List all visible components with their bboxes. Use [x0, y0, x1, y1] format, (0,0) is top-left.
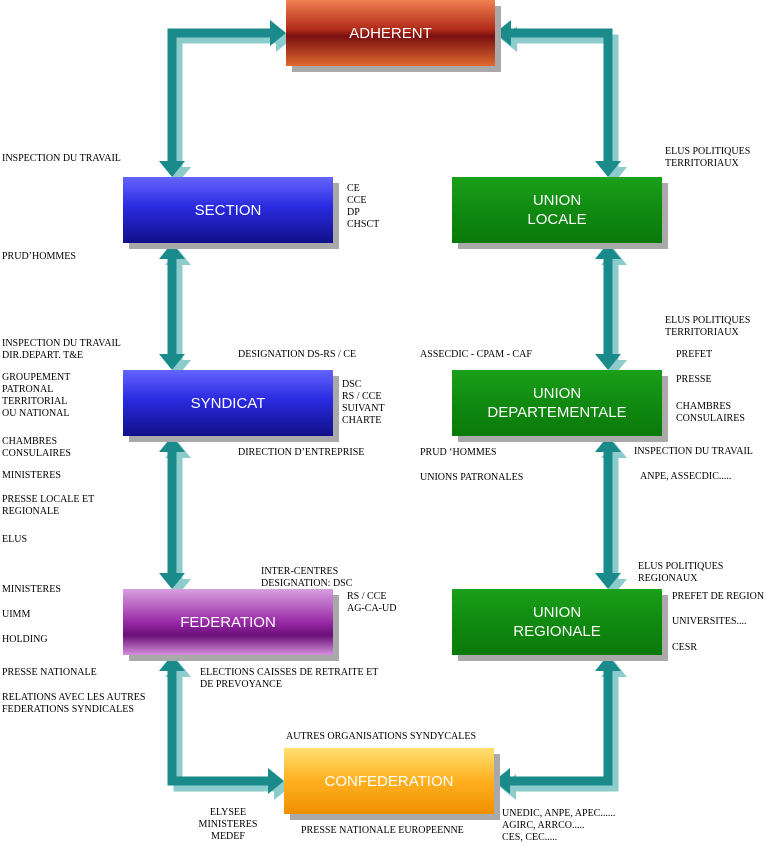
label-presse-nationale: PRESSE NATIONALE	[2, 667, 97, 678]
box-adherent: ADHERENT	[286, 0, 495, 66]
label-unions-patronales: UNIONS PATRONALES	[420, 472, 524, 483]
arrow-regionale-confederation	[494, 655, 627, 800]
label-relations-autres: RELATIONS AVEC LES AUTRES FEDERATIONS SY…	[2, 692, 146, 715]
label-cesr: CESR	[672, 642, 698, 653]
label-section-instances: CE CCE DP CHSCT	[347, 183, 380, 230]
label-federation-instances: RS / CCE AG-CA-UD	[347, 591, 397, 614]
arrow-section-syndicat	[159, 243, 191, 376]
box-federation: FEDERATION	[123, 589, 333, 655]
box-union-regionale: UNION REGIONALE	[452, 589, 662, 655]
label-prefet-region: PREFET DE REGION	[672, 591, 765, 602]
label-presse-locale: PRESSE LOCALE ET REGIONALE	[2, 494, 95, 517]
label-prudhommes-1: PRUD’HOMMES	[2, 251, 76, 262]
label-unedic-agirc-ces: UNEDIC, ANPE, APEC...... AGIRC, ARRCO...…	[502, 808, 616, 843]
label-chambres-consulaires-left: CHAMBRES CONSULAIRES	[2, 436, 71, 459]
arrow-adherent-section	[159, 20, 292, 183]
arrow-departementale-regionale	[595, 436, 627, 595]
label-elysee-ministeres-medef: ELYSEE MINISTERES MEDEF	[198, 807, 258, 842]
label-elus: ELUS	[2, 534, 27, 545]
label-prefet: PREFET	[676, 349, 713, 360]
arrow-adherent-union-locale	[495, 20, 627, 183]
label-ministeres-1: MINISTERES	[2, 470, 61, 481]
label-designation-ds: DESIGNATION DS-RS / CE	[238, 349, 357, 360]
label-assedic-cpam: ASSECDIC - CPAM - CAF	[420, 349, 532, 360]
label-universites: UNIVERSITES....	[672, 616, 747, 627]
label-elus-territoriaux-1: ELUS POLITIQUES TERRITORIAUX	[665, 146, 751, 169]
label-elus-regionaux: ELUS POLITIQUES REGIONAUX	[638, 561, 724, 584]
label-inspection-travail-1: INSPECTION DU TRAVAIL	[2, 153, 121, 164]
box-confederation: CONFEDERATION	[284, 748, 494, 814]
label-elections-caisses: ELECTIONS CAISSES DE RETRAITE ET DE PREV…	[200, 667, 379, 690]
arrow-syndicat-federation	[159, 436, 191, 595]
label-prudhommes-2: PRUD ‘HOMMES	[420, 447, 497, 458]
label-groupement-patronal: GROUPEMENT PATRONAL TERRITORIAL OU NATIO…	[2, 372, 71, 419]
label-inter-centres: INTER-CENTRES DESIGNATION: DSC	[261, 566, 353, 589]
label-anpe-assedic: ANPE, ASSECDIC.....	[640, 471, 732, 482]
label-holding: HOLDING	[2, 634, 48, 645]
arrow-union-locale-departementale	[595, 243, 627, 376]
label-elus-territoriaux-2: ELUS POLITIQUES TERRITORIAUX	[665, 315, 751, 338]
box-union-departementale: UNION DEPARTEMENTALE	[452, 370, 662, 436]
label-presse-europeenne: PRESSE NATIONALE EUROPEENNE	[301, 825, 464, 836]
label-presse: PRESSE	[676, 374, 712, 385]
label-inspection-travail-2: INSPECTION DU TRAVAIL	[634, 446, 753, 457]
box-syndicat: SYNDICAT	[123, 370, 333, 436]
label-direction-entreprise: DIRECTION D’ENTREPRISE	[238, 447, 365, 458]
box-section: SECTION	[123, 177, 333, 243]
label-chambres-consulaires-right: CHAMBRES CONSULAIRES	[676, 401, 745, 424]
label-autres-organisations: AUTRES ORGANISATIONS SYNDYCALES	[286, 731, 477, 742]
label-uimm: UIMM	[2, 609, 31, 620]
arrow-federation-confederation	[159, 655, 290, 800]
label-ministeres-2: MINISTERES	[2, 584, 61, 595]
label-inspection-dir-depart: INSPECTION DU TRAVAIL DIR.DEPART. T&E	[2, 338, 121, 361]
label-syndicat-instances: DSC RS / CCE SUIVANT CHARTE	[342, 379, 385, 426]
box-union-locale: UNION LOCALE	[452, 177, 662, 243]
